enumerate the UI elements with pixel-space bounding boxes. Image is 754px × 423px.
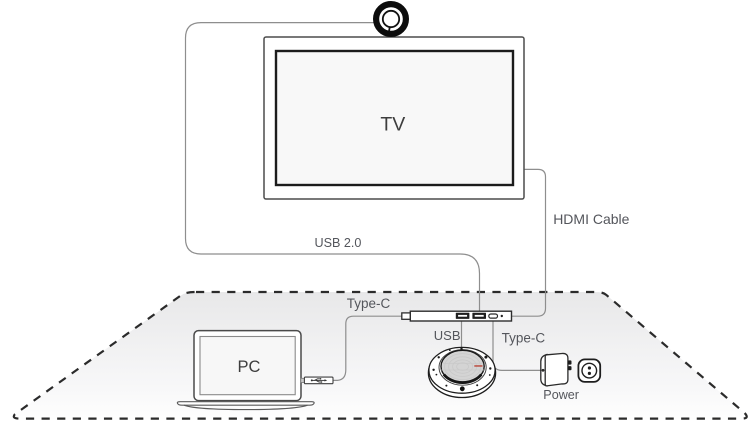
svg-text:USB: USB [434, 328, 461, 343]
svg-text:Type-C: Type-C [347, 296, 391, 311]
svg-text:Power: Power [543, 388, 579, 402]
svg-text:HDMI Cable: HDMI Cable [553, 211, 629, 227]
svg-text:TV: TV [380, 114, 405, 136]
svg-text:Type-C: Type-C [502, 330, 546, 345]
svg-text:PC: PC [238, 358, 261, 376]
svg-text:USB 2.0: USB 2.0 [315, 236, 362, 250]
